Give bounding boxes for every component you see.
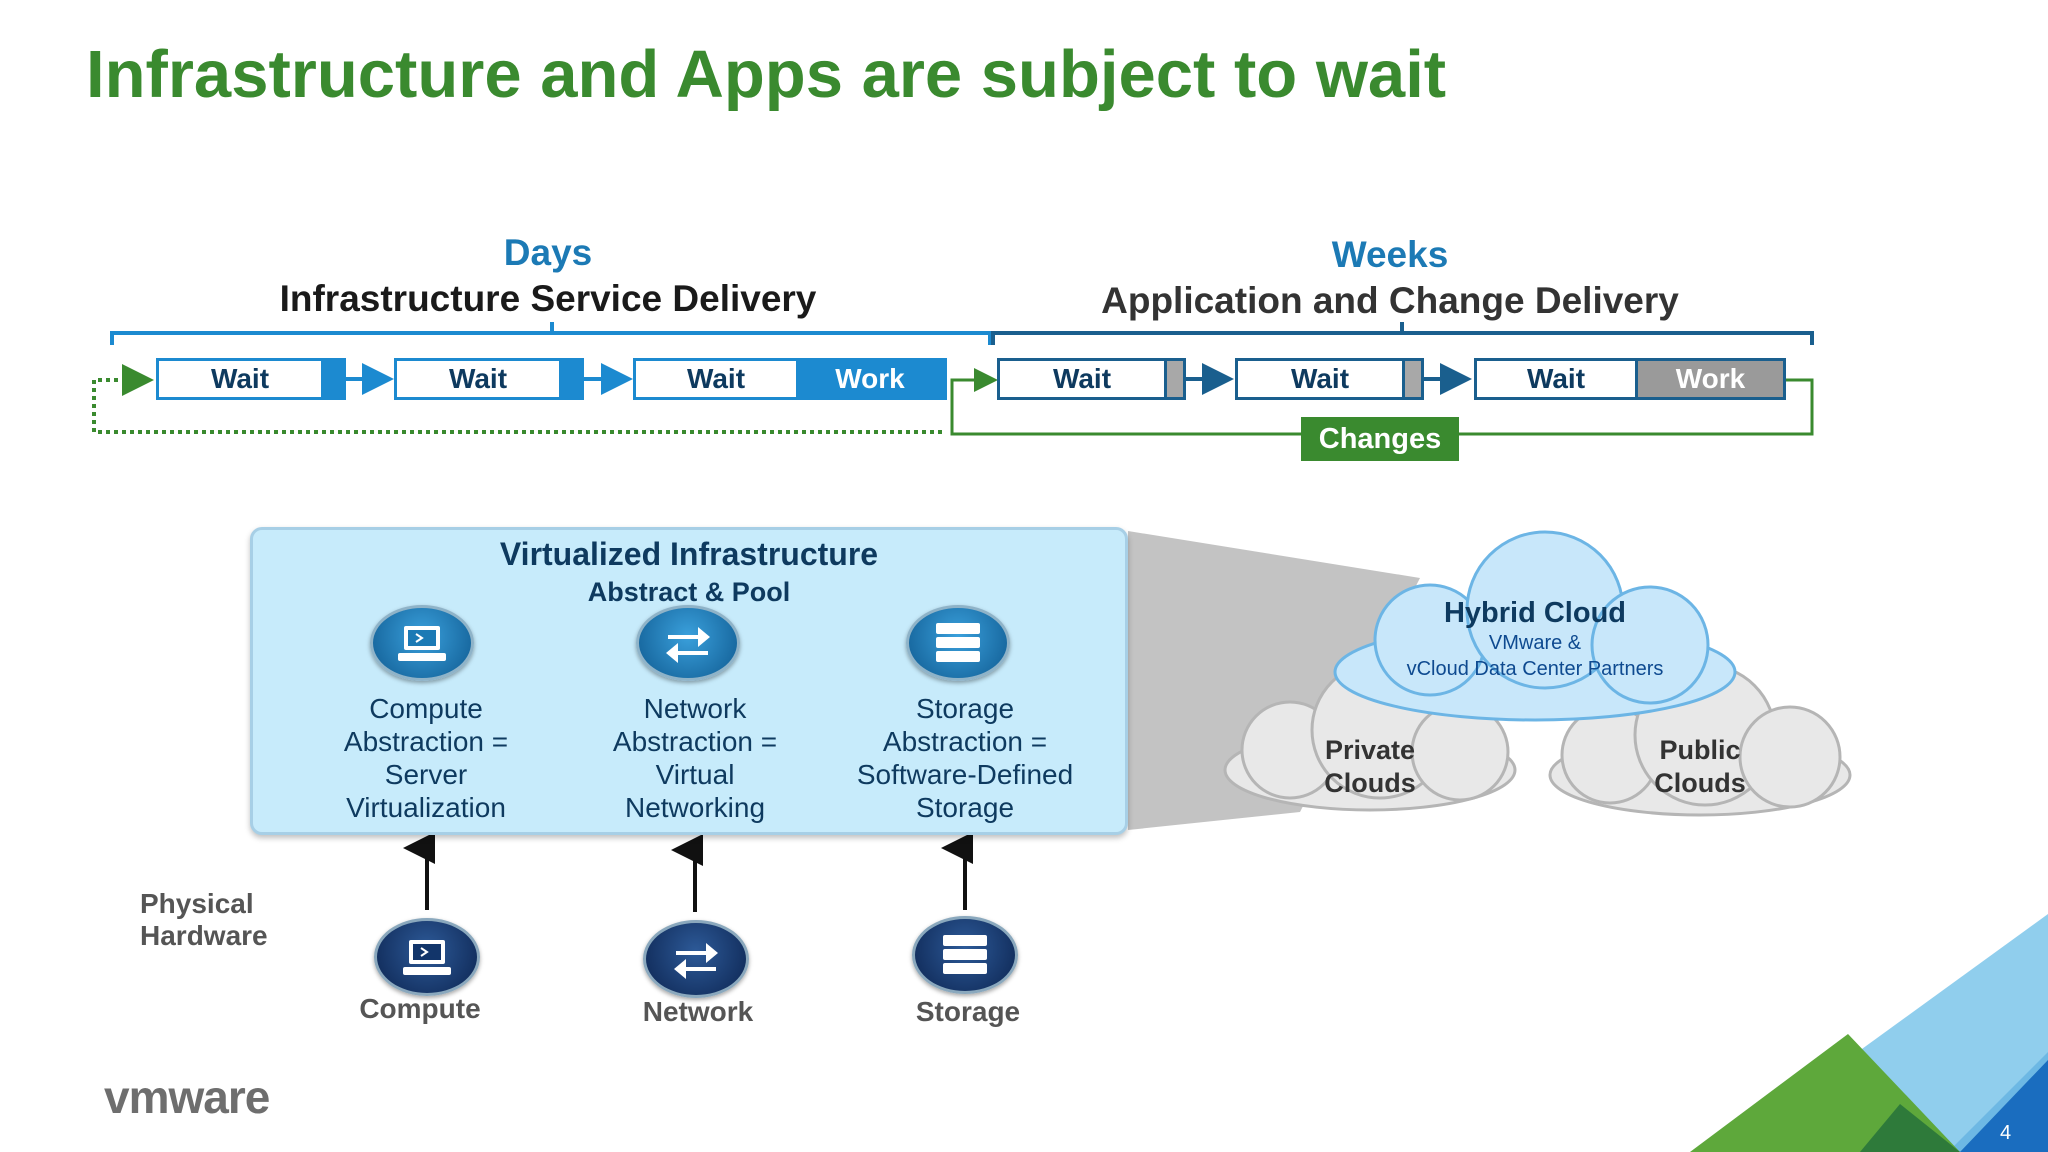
wait-label: Wait <box>448 363 508 394</box>
network-abstraction-label: Network Abstraction = Virtual Networking <box>575 692 815 824</box>
label-line: Network <box>643 693 747 724</box>
wait-label: Wait <box>210 363 270 394</box>
wait-work-box: Wait Work <box>1474 358 1786 400</box>
left-bracket <box>110 331 992 345</box>
label-line: Networking <box>624 792 766 823</box>
label-line: Physical <box>140 888 254 919</box>
hybrid-cloud-line: VMware & <box>1488 632 1582 654</box>
physical-hardware-label: Physical Hardware <box>140 888 268 952</box>
projection <box>1128 531 1420 830</box>
slide-title: Infrastructure and Apps are subject to w… <box>86 37 1447 112</box>
label-line: Software-Defined <box>856 759 1074 790</box>
private-cloud <box>1223 660 1517 812</box>
infra-loop <box>92 364 942 434</box>
right-label: Application and Change Delivery <box>1101 280 1679 321</box>
wait-box: Wait <box>1235 358 1424 400</box>
label-line: Abstraction = <box>612 726 778 757</box>
label-line: Private <box>1324 735 1416 765</box>
virtualized-panel <box>250 527 1128 835</box>
label-line: Storage <box>915 792 1015 823</box>
hybrid-cloud <box>1333 530 1737 722</box>
wait-label: Wait <box>1052 363 1112 394</box>
network-icon <box>636 605 740 681</box>
wait-box: Wait <box>997 358 1186 400</box>
vmware-logo: vmware <box>104 1071 270 1123</box>
hybrid-cloud-line: vCloud Data Center Partners <box>1406 658 1664 680</box>
storage-icon <box>906 605 1010 681</box>
label-line: Virtual <box>655 759 735 790</box>
label-line: Public <box>1659 735 1741 765</box>
wait-box: Wait <box>156 358 346 400</box>
changes-badge: Changes <box>1301 417 1459 461</box>
wait-work-box: Wait Work <box>633 358 947 400</box>
right-bracket <box>991 331 1814 345</box>
label-line: Abstraction = <box>882 726 1048 757</box>
wait-label: Wait <box>686 363 746 394</box>
virtualized-title: Virtualized Infrastructure <box>499 536 879 572</box>
storage-abstraction-label: Storage Abstraction = Software-Defined S… <box>840 692 1090 824</box>
physical-storage-icon <box>912 916 1018 994</box>
right-duration: Weeks <box>1331 234 1449 275</box>
left-header: Days Infrastructure Service Delivery <box>270 232 826 320</box>
physical-compute-icon <box>374 918 480 996</box>
wait-box: Wait <box>394 358 584 400</box>
left-duration: Days <box>503 232 593 273</box>
label-line: Compute <box>369 693 483 724</box>
page-number: 4 <box>2000 1122 2012 1144</box>
label-line: Hardware <box>140 920 268 951</box>
label-line: Abstraction = <box>343 726 509 757</box>
label-line: Clouds <box>1654 768 1746 798</box>
physical-storage-label: Storage <box>915 996 1021 1027</box>
physical-compute-label: Compute <box>359 993 481 1024</box>
work-label: Work <box>796 361 944 397</box>
right-header: Weeks Application and Change Delivery <box>1040 234 1740 322</box>
hybrid-cloud-title: Hybrid Cloud <box>1443 597 1627 629</box>
label-line: Storage <box>915 693 1015 724</box>
compute-icon <box>370 605 474 681</box>
label-line: Clouds <box>1324 768 1416 798</box>
physical-network-icon <box>643 920 749 998</box>
label-line: Virtualization <box>346 792 506 823</box>
wait-label: Wait <box>1290 363 1350 394</box>
left-label: Infrastructure Service Delivery <box>279 278 817 319</box>
label-line: Server <box>384 759 468 790</box>
private-clouds-label: Private Clouds <box>1300 734 1440 800</box>
compute-abstraction-label: Compute Abstraction = Server Virtualizat… <box>306 692 546 824</box>
hybrid-cloud-text: Hybrid Cloud VMware & vCloud Data Center… <box>1380 597 1690 681</box>
wait-label: Wait <box>1526 363 1586 394</box>
public-clouds-label: Public Clouds <box>1630 734 1770 800</box>
virtualized-subtitle: Abstract & Pool <box>587 577 791 607</box>
physical-network-label: Network <box>642 996 754 1027</box>
work-label: Work <box>1635 361 1783 397</box>
